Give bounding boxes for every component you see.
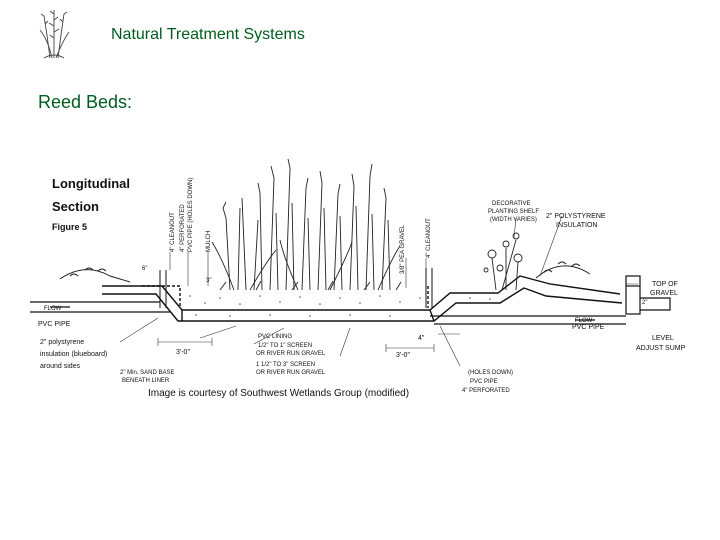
label-cleanout-left: 4" CLEANOUT: [170, 212, 176, 252]
label-decorative-2: PLANTING SHELF: [488, 209, 539, 215]
reed-bed-longitudinal-section-figure: Longitudinal Section Figure 5: [30, 158, 692, 404]
label-perforated-pipe-1: 4" PERFORATED: [180, 204, 186, 252]
inlet-pipe: [30, 301, 170, 313]
figure-number: Figure 5: [52, 222, 87, 232]
label-level-2: ADJUST SUMP: [636, 345, 686, 352]
label-decorative-1: DECORATIVE: [492, 201, 531, 207]
label-pvc-lining: PVC LINING: [258, 334, 292, 340]
label-sand-1: 2" Min. SAND BASE: [120, 370, 174, 376]
label-top-gravel-1: TOP OF: [652, 281, 678, 288]
label-perforated-pipe-2: PVC PIPE (HOLES DOWN): [188, 178, 194, 252]
label-dim-3: 3": [206, 278, 211, 284]
label-screen-2b: OR RIVER RUN GRAVEL: [256, 370, 326, 376]
label-insulation-left-1: 2" polystyrene: [40, 339, 84, 346]
label-flow-right: FLOW: [575, 318, 593, 324]
label-cleanout-right: 4" CLEANOUT: [426, 218, 432, 258]
label-pea-gravel: 3/8" PEA GRAVEL: [400, 224, 406, 274]
label-holes-3: 4" PERFORATED: [462, 388, 510, 394]
label-dim-3ft-right: 3'-0": [396, 352, 410, 359]
bed-basin-outline: [102, 275, 623, 322]
label-screen-1b: OR RIVER RUN GRAVEL: [256, 351, 326, 357]
gravel-fill: [189, 295, 491, 317]
label-dim-4: 4": [418, 335, 425, 342]
label-dim-3ft-left: 3'-0": [176, 349, 190, 356]
label-insulation-left-2: insulation (blueboard): [40, 351, 107, 358]
dimension-lines: [157, 333, 460, 352]
label-mulch: MULCH: [206, 231, 212, 252]
label-holes-1: (HOLES DOWN): [468, 370, 513, 376]
reed-plants: [211, 158, 402, 291]
leader-lines: [119, 215, 638, 367]
label-pvc-pipe-left: PVC PIPE: [38, 321, 71, 328]
figure-caption: Image is courtesy of Southwest Wetlands …: [148, 388, 409, 399]
label-top-gravel-2: GRAVEL: [650, 290, 678, 297]
reed-logo-icon: [39, 10, 70, 59]
label-insulation-left-3: around sides: [40, 363, 81, 370]
figure-title-line1: Longitudinal: [52, 176, 130, 191]
label-polystyrene-right-2: INSULATION: [556, 222, 598, 229]
cleanout-pipes: [159, 268, 433, 308]
label-level-1: LEVEL: [652, 335, 674, 342]
figure-title-line2: Section: [52, 199, 99, 214]
label-polystyrene-right-1: 2" POLYSTYRENE: [546, 213, 606, 220]
label-dim-2: 2": [642, 300, 647, 306]
label-holes-2: PVC PIPE: [470, 379, 498, 385]
header-title: Natural Treatment Systems: [111, 26, 305, 43]
label-flow-left: FLOW: [44, 306, 62, 312]
left-berm: [59, 267, 131, 283]
section-heading: Reed Beds:: [38, 92, 133, 112]
label-sand-2: BENEATH LINER: [122, 378, 170, 384]
outlet-sump: [625, 275, 671, 315]
outlet-pipe: [430, 315, 626, 325]
label-decorative-3: (WIDTH VARIES): [490, 217, 537, 223]
label-dim-6: 6": [142, 266, 147, 272]
label-screen-1a: 1/2" TO 1" SCREEN: [258, 343, 312, 349]
label-pvc-pipe-right: PVC PIPE: [572, 324, 605, 331]
planting-shelf-plants: [483, 232, 523, 291]
label-screen-2a: 1 1/2" TO 3" SCREEN: [256, 362, 315, 368]
